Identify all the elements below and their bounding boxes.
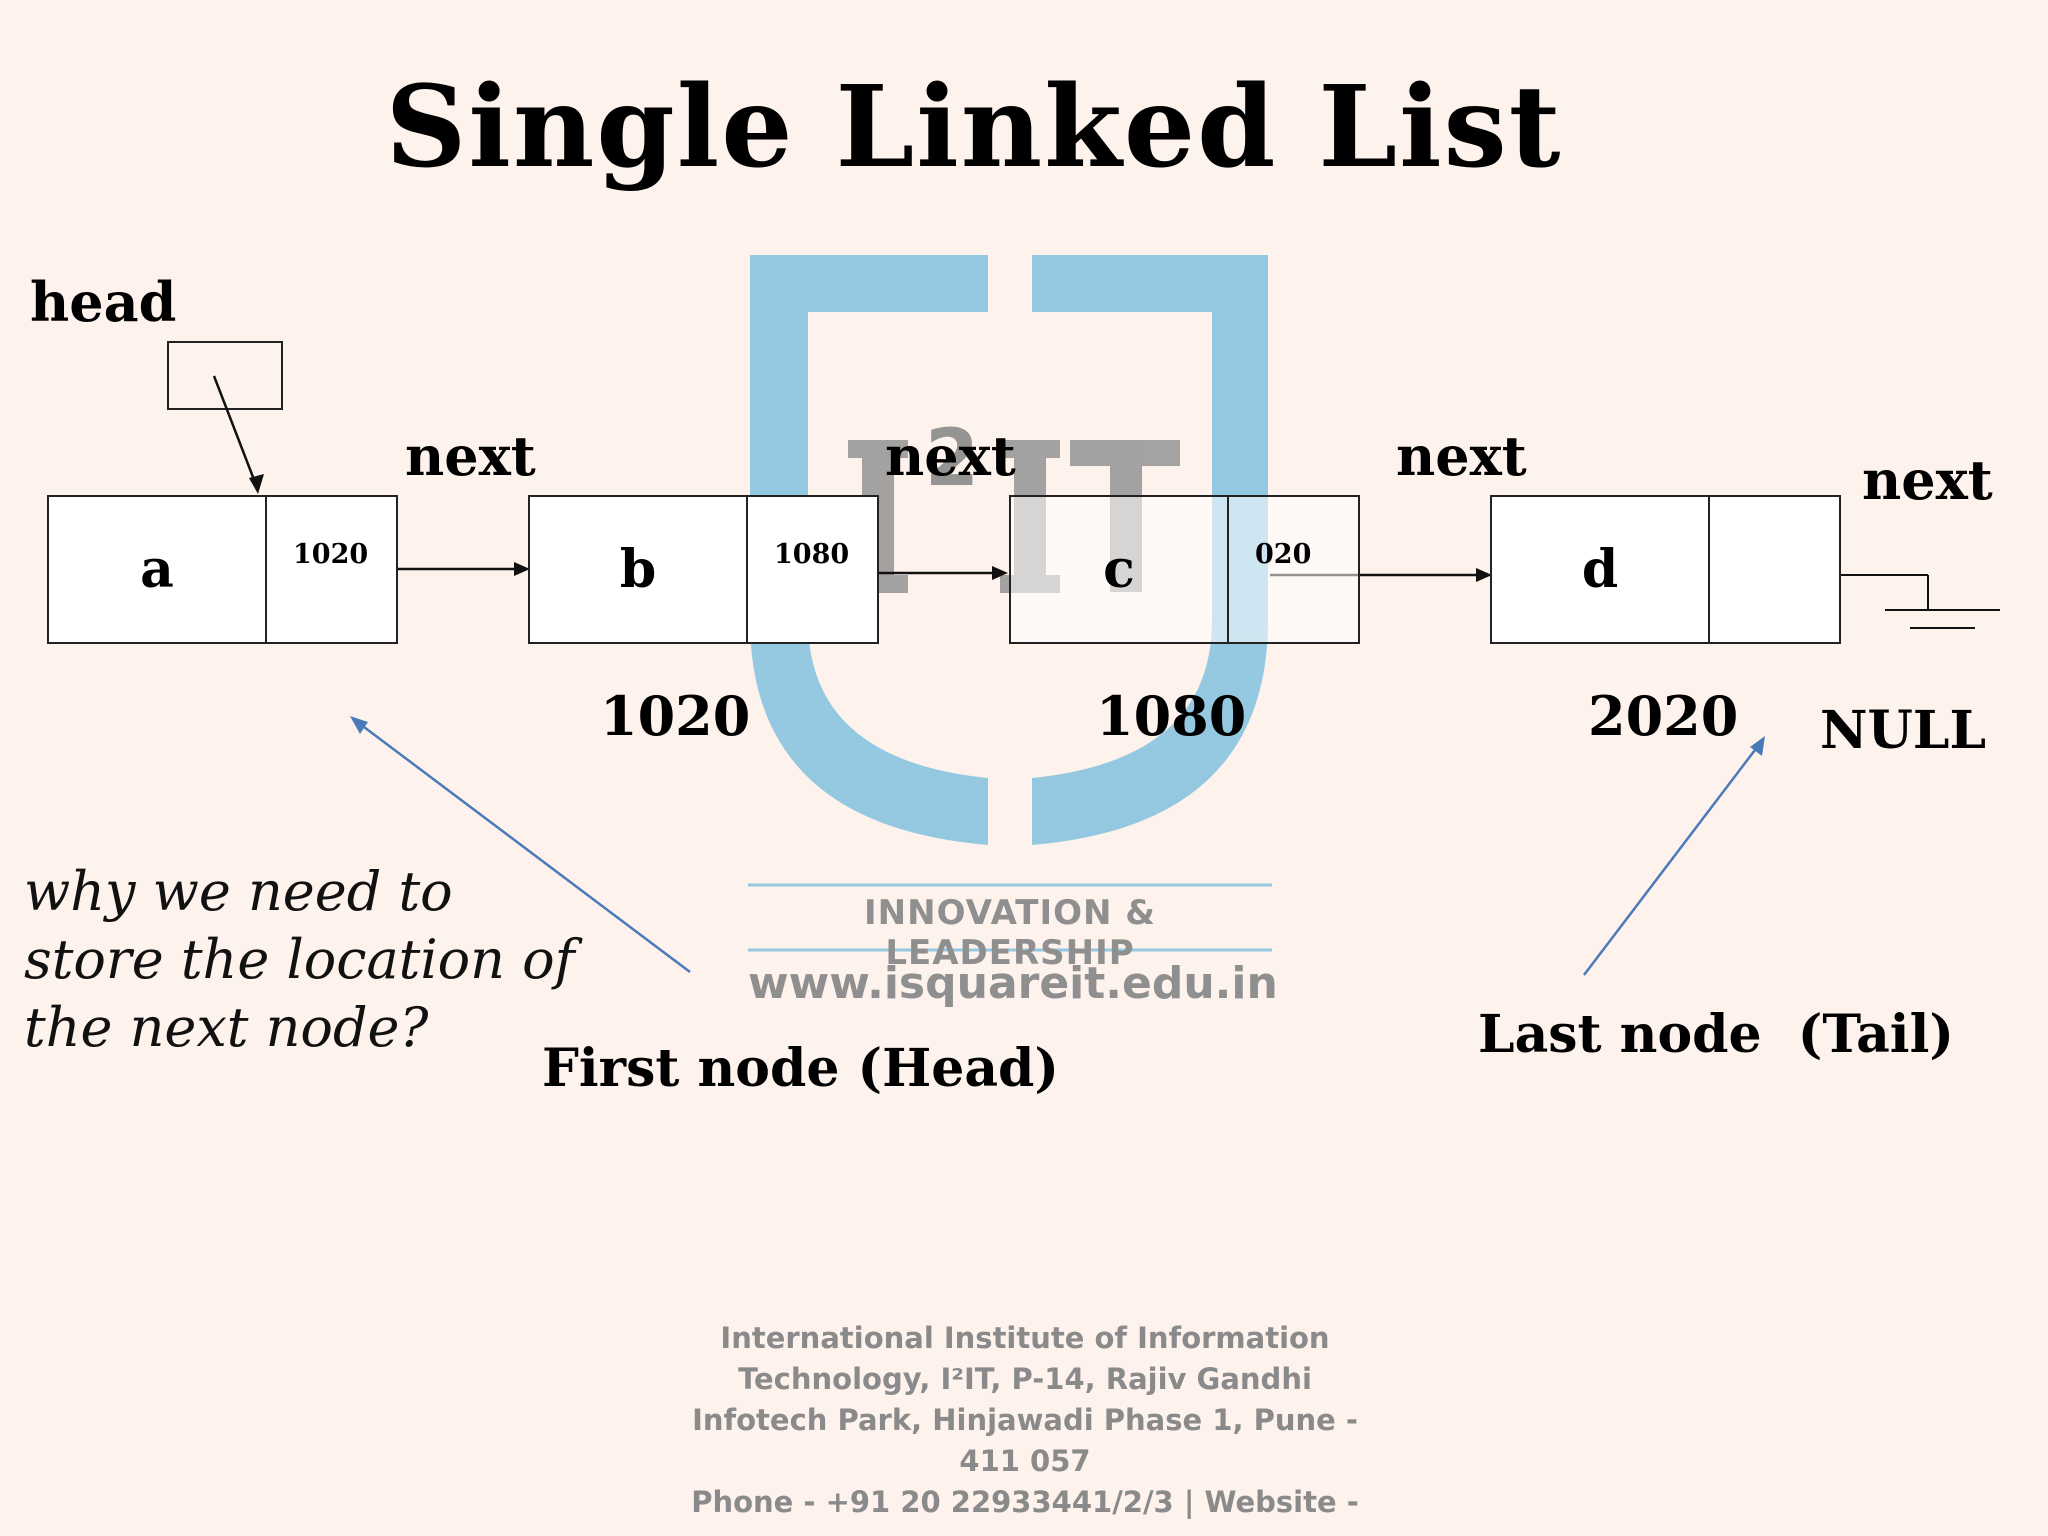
next-label-2: next (885, 424, 1016, 488)
slide-title: Single Linked List (385, 62, 1563, 193)
head-label: head (30, 270, 177, 334)
last-node-label: Last node (Tail) (1478, 1004, 1954, 1065)
node-pointer-value-a: 1020 (293, 539, 369, 570)
next-label-1: next (405, 424, 536, 488)
next-label-3: next (1396, 424, 1527, 488)
logo-superscript: 2 (925, 414, 979, 504)
first-node-annotation-arrow (359, 723, 691, 973)
address-label-b: 1020 (600, 684, 751, 748)
next-label-4: next (1862, 448, 1993, 512)
head-pointer-box (167, 341, 283, 410)
first-node-annotation-arrowhead (350, 716, 368, 734)
link-arrowhead-b-c (992, 566, 1008, 580)
node-pointer-value-c: 020 (1255, 539, 1312, 570)
footer-line-1: International Institute of Information (720, 1321, 1330, 1355)
logo-shield-right (1032, 548, 1268, 845)
list-node-b: b 1080 (528, 495, 879, 644)
node-next-pointer-c: 020 (1229, 497, 1358, 642)
node-next-pointer-a: 1020 (267, 497, 396, 642)
node-data-d: d (1492, 497, 1710, 642)
link-arrowhead-a-b (514, 562, 530, 576)
logo-shield-left (750, 548, 988, 845)
logo-url: www.isquareit.edu.in (748, 958, 1278, 1009)
node-pointer-value-b: 1080 (774, 539, 850, 570)
question-line-2: store the location of (24, 928, 575, 991)
node-data-a: a (49, 497, 267, 642)
footer-address: International Institute of Information T… (690, 1318, 1360, 1523)
footer-line-3: Infotech Park, Hinjawadi Phase 1, Pune - (692, 1403, 1358, 1437)
footer-line-4: 411 057 (959, 1444, 1091, 1478)
question-text: why we need to store the location of the… (24, 858, 624, 1062)
question-line-3: the next node? (24, 996, 429, 1059)
node-data-c: c (1011, 497, 1229, 642)
list-node-d: d (1490, 495, 1841, 644)
last-node-annotation-arrowhead (1750, 736, 1765, 756)
node-data-b: b (530, 497, 748, 642)
address-label-c: 1080 (1096, 684, 1247, 748)
link-arrowhead-c-d (1476, 568, 1492, 582)
logo-tagline: INNOVATION & LEADERSHIP (864, 893, 1156, 973)
footer-line-5: Phone - +91 20 22933441/2/3 | Website - (691, 1485, 1359, 1519)
node-next-pointer-b: 1080 (748, 497, 877, 642)
head-pointer-arrow (212, 375, 260, 491)
address-label-d: 2020 (1588, 684, 1739, 748)
first-node-label: First node (Head) (542, 1038, 1059, 1099)
last-node-annotation-arrow (1583, 745, 1759, 976)
list-node-c: c 020 (1009, 495, 1360, 644)
null-label: NULL (1820, 700, 1987, 761)
footer-line-2: Technology, I²IT, P-14, Rajiv Gandhi (738, 1362, 1312, 1396)
question-line-1: why we need to (24, 860, 453, 923)
node-next-pointer-d (1710, 497, 1839, 642)
list-node-a: a 1020 (47, 495, 398, 644)
head-pointer-arrowhead (249, 474, 264, 494)
